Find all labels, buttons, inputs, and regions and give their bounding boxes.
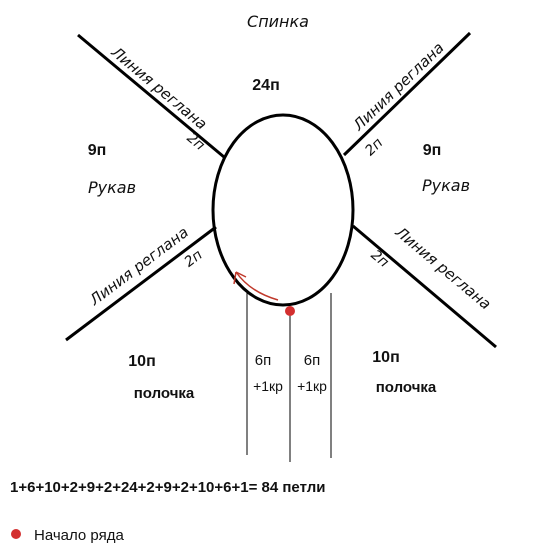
raglan-increase-bottom-right: 2п (368, 247, 392, 271)
sleeve-right-label: Рукав (422, 176, 470, 195)
raglan-line-top-right (342, 31, 472, 157)
center-right-extra: +1кр (297, 378, 327, 394)
raglan-label-bottom-right: Линия реглана (391, 222, 494, 313)
front-right-label: полочка (376, 379, 437, 396)
center-left-count: 6п (255, 352, 271, 369)
neck-opening (211, 113, 355, 307)
sleeve-left-count: 9п (88, 142, 107, 159)
raglan-increase-top-left: 2п (184, 130, 208, 154)
sleeve-right-count: 9п (423, 142, 442, 159)
arrow-head-icon (233, 271, 247, 285)
center-right-count: 6п (304, 352, 320, 369)
raglan-label-bottom-left: Линия реглана (85, 223, 192, 309)
raglan-label-top-right: Линия реглана (349, 39, 448, 135)
front-right-count: 10п (372, 349, 399, 366)
back-label: Спинка (247, 12, 309, 31)
raglan-line-bottom-right (352, 224, 497, 349)
raglan-line-top-left (77, 33, 225, 159)
front-left-label: полочка (134, 385, 195, 402)
back-count: 24п (252, 77, 279, 94)
row-start-marker (285, 306, 295, 316)
stitch-formula: 1+6+10+2+9+2+24+2+9+2+10+6+1= 84 петли (10, 479, 325, 496)
raglan-label-top-left: Линия реглана (107, 42, 210, 133)
sleeve-left-label: Рукав (88, 178, 136, 197)
legend-label: Начало ряда (34, 527, 124, 544)
raglan-line-bottom-left (65, 225, 217, 342)
center-left-extra: +1кр (253, 378, 283, 394)
raglan-increase-top-right: 2п (362, 135, 386, 159)
legend-marker-icon (11, 529, 21, 539)
front-left-count: 10п (128, 353, 155, 370)
knitting-direction-arrow (235, 271, 279, 301)
